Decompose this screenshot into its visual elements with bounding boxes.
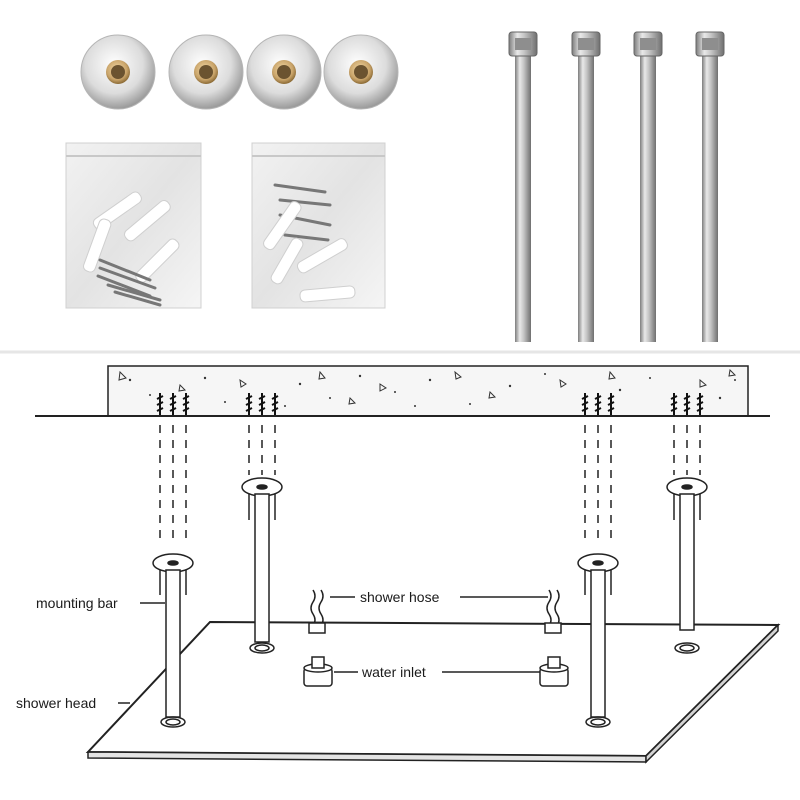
label-water-inlet: water inlet: [361, 664, 426, 680]
shower-head-plate: [85, 620, 781, 764]
mounting-bars: [165, 493, 695, 718]
diagram-flanges: [152, 477, 708, 573]
screw-bag: [251, 142, 386, 309]
shower-hose-right: [546, 589, 560, 627]
alignment-guides: [159, 425, 701, 545]
shower-hoses: [308, 589, 562, 634]
mounting-bar-front-left: [165, 569, 181, 718]
extension-rod-set: [508, 31, 725, 342]
water-inlet-right: [539, 656, 569, 687]
ceiling-flange: [246, 34, 322, 110]
diagram-rings: [160, 642, 700, 728]
ceiling-flange: [168, 34, 244, 110]
screw-bag: [65, 142, 202, 309]
ceiling-anchors: [156, 393, 704, 415]
extension-rod: [695, 31, 725, 342]
extension-rod: [571, 31, 601, 342]
extension-rod: [633, 31, 663, 342]
water-inlet-left: [303, 656, 333, 687]
ceiling-flange: [80, 34, 156, 110]
label-mounting-bar: mounting bar: [36, 595, 118, 611]
water-inlets: [303, 656, 569, 687]
diagram-screws: [159, 494, 701, 595]
mounting-bar-back-right: [679, 493, 695, 631]
label-shower-head: shower head: [16, 695, 96, 711]
label-leaders: [118, 596, 548, 704]
mounting-bar-back-left: [254, 493, 270, 643]
ceiling-concrete: [35, 365, 770, 417]
extension-rod: [508, 31, 538, 342]
mounting-bar-front-right: [590, 569, 606, 718]
flange-set: [80, 34, 399, 110]
ceiling-flange: [323, 34, 399, 110]
label-shower-hose: shower hose: [360, 589, 440, 605]
shower-hose-left: [310, 589, 324, 627]
flange-front-left: [152, 553, 194, 573]
